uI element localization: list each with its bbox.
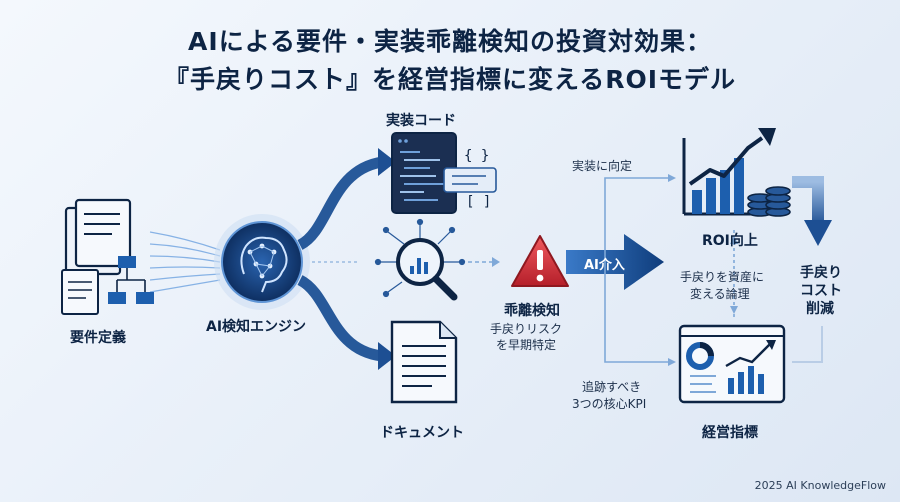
detection-sub-1: 手戻りリスク (490, 322, 563, 336)
warning-icon (511, 235, 569, 287)
branch-arrows (297, 148, 396, 370)
magnifier-icon (374, 218, 466, 301)
detection-sub-2: を早期特定 (496, 338, 557, 352)
detection-label: 乖離検知 (504, 303, 560, 319)
ai-intervention-label: AI介入 (584, 258, 625, 273)
cost-reduction-3: 削減 (806, 301, 834, 317)
kpi-track-1: 追跡すべき (582, 380, 642, 394)
kpi-label: 経営指標 (702, 425, 758, 441)
title-line-1: AIによる要件・実装乖離検知の投資対効果： (188, 27, 712, 56)
code-brace-text: { } (464, 148, 489, 164)
ai-brain-icon (214, 214, 310, 310)
roi-growth-icon (682, 128, 791, 217)
asset-logic-1: 手戻りを資産に (680, 270, 765, 284)
roi-label: ROI向上 (702, 233, 758, 249)
to-implementation-label: 実装に向定 (572, 159, 633, 173)
requirements-docs-icon (61, 198, 154, 315)
data-stream (149, 231, 221, 293)
document-label: ドキュメント (380, 425, 464, 441)
code-label: 実装コード (386, 113, 456, 129)
ai-engine-label: AI検知エンジン (206, 319, 307, 335)
cost-reduction-arrow (792, 176, 832, 363)
code-bracket-text: [ ] (466, 194, 491, 210)
requirements-label: 要件定義 (70, 330, 126, 346)
cost-reduction-2: コスト (800, 283, 842, 299)
kpi-track-2: 3つの核心KPI (572, 397, 647, 411)
cost-reduction-1: 手戻り (800, 265, 842, 281)
kpi-dashboard-icon (678, 324, 786, 404)
ai-intervention-arrow (566, 234, 664, 290)
code-window-icon (391, 132, 497, 214)
document-icon (390, 320, 458, 404)
footer-credit: 2025 AI KnowledgeFlow (754, 479, 886, 492)
asset-logic-2: 変える論理 (690, 287, 750, 301)
branch-connectors (604, 174, 738, 366)
to-detection-arrow (468, 257, 500, 267)
title-line-2: 『手戻りコスト』を経営指標に変えるROIモデル (163, 65, 737, 94)
